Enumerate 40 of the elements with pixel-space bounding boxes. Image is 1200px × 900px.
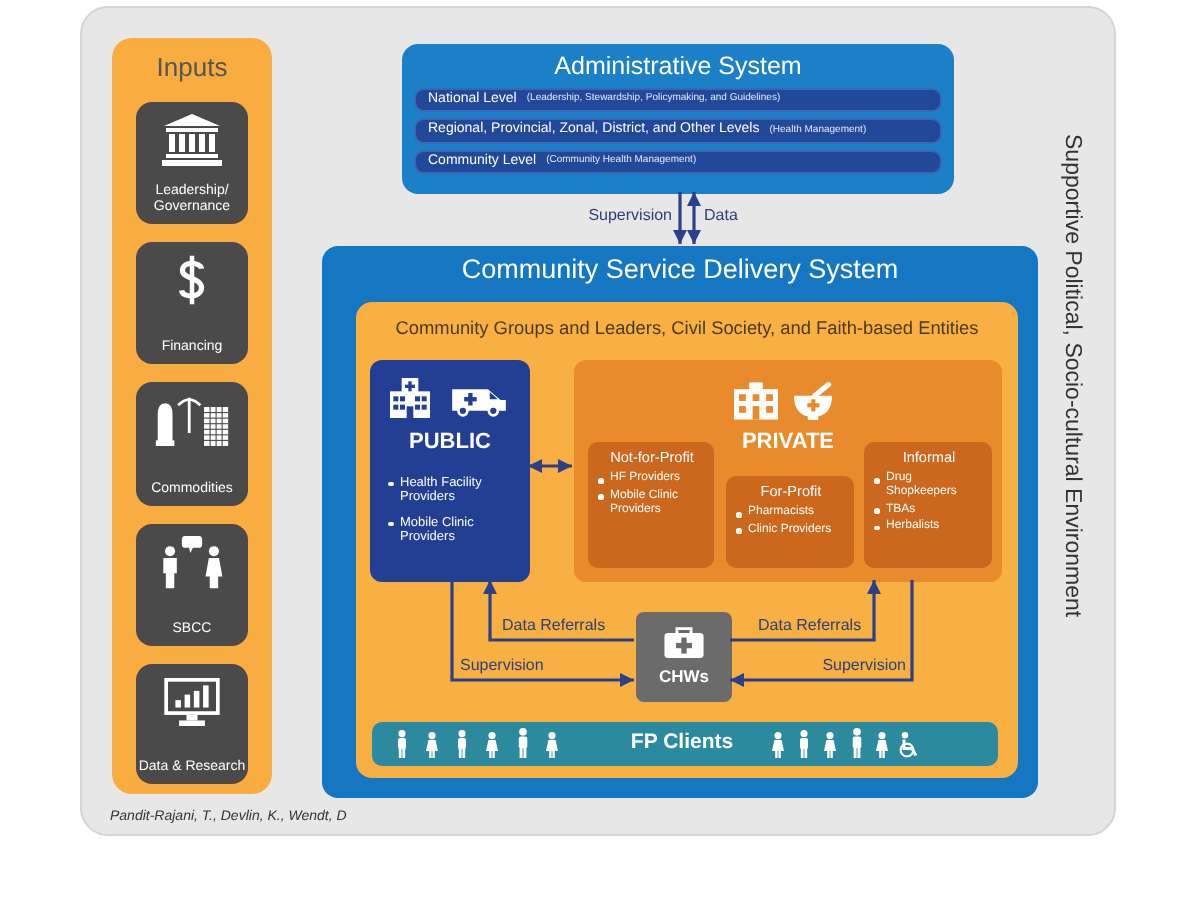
sector-heading: PUBLIC [407,430,493,456]
panel-title: Community Service Delivery System [459,254,901,286]
arrow [730,580,881,642]
inputs-column [112,38,272,794]
service-delivery-panel [322,246,1038,798]
level-bar [414,88,942,112]
input-tile [136,102,248,224]
community-panel [356,302,1018,778]
column-title: Inputs [154,54,230,84]
input-tile [136,382,248,506]
panel-title: Administrative System [552,52,804,81]
section-heading: Community Groups and Leaders, Civil Society, and Faith-based Entities [393,318,981,340]
provider-group-box [588,442,714,568]
clients-bar [372,722,998,766]
arrow [450,580,634,687]
bar-label: FP Clients [628,730,736,755]
double-arrow [687,192,701,244]
sector-heading: PRIVATE [739,430,837,456]
edge-label: Data Referrals [500,616,608,635]
provider-group-box [726,476,854,568]
arrow [673,192,687,244]
input-tile [136,524,248,646]
input-tile [136,664,248,784]
edge-label: Supervision [458,656,546,675]
chw-box [636,612,732,702]
edge-label: Data [702,206,740,225]
public-sector-box [370,360,530,582]
environment-panel [80,6,1116,836]
input-tile [136,242,248,364]
level-bar [414,150,942,174]
private-sector-box [574,360,1002,582]
arrow [483,580,634,642]
node-label: CHWs [656,668,712,688]
provider-group-box [864,442,992,568]
arrow [730,580,914,687]
double-arrow [528,459,572,473]
vertical-caption: Supportive Political, Socio-cultural Environment [1058,134,1085,618]
administrative-panel [402,44,954,194]
edge-label: Data Referrals [756,616,864,635]
level-bar [414,118,942,144]
